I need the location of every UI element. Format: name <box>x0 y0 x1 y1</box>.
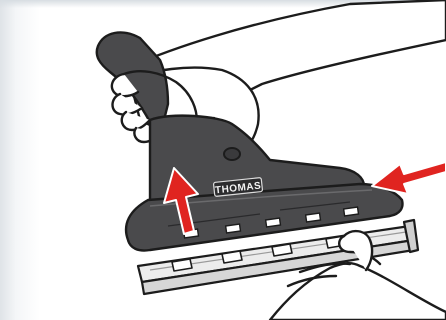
left-arrow-icon <box>372 162 446 194</box>
nozzle-body <box>126 116 402 251</box>
